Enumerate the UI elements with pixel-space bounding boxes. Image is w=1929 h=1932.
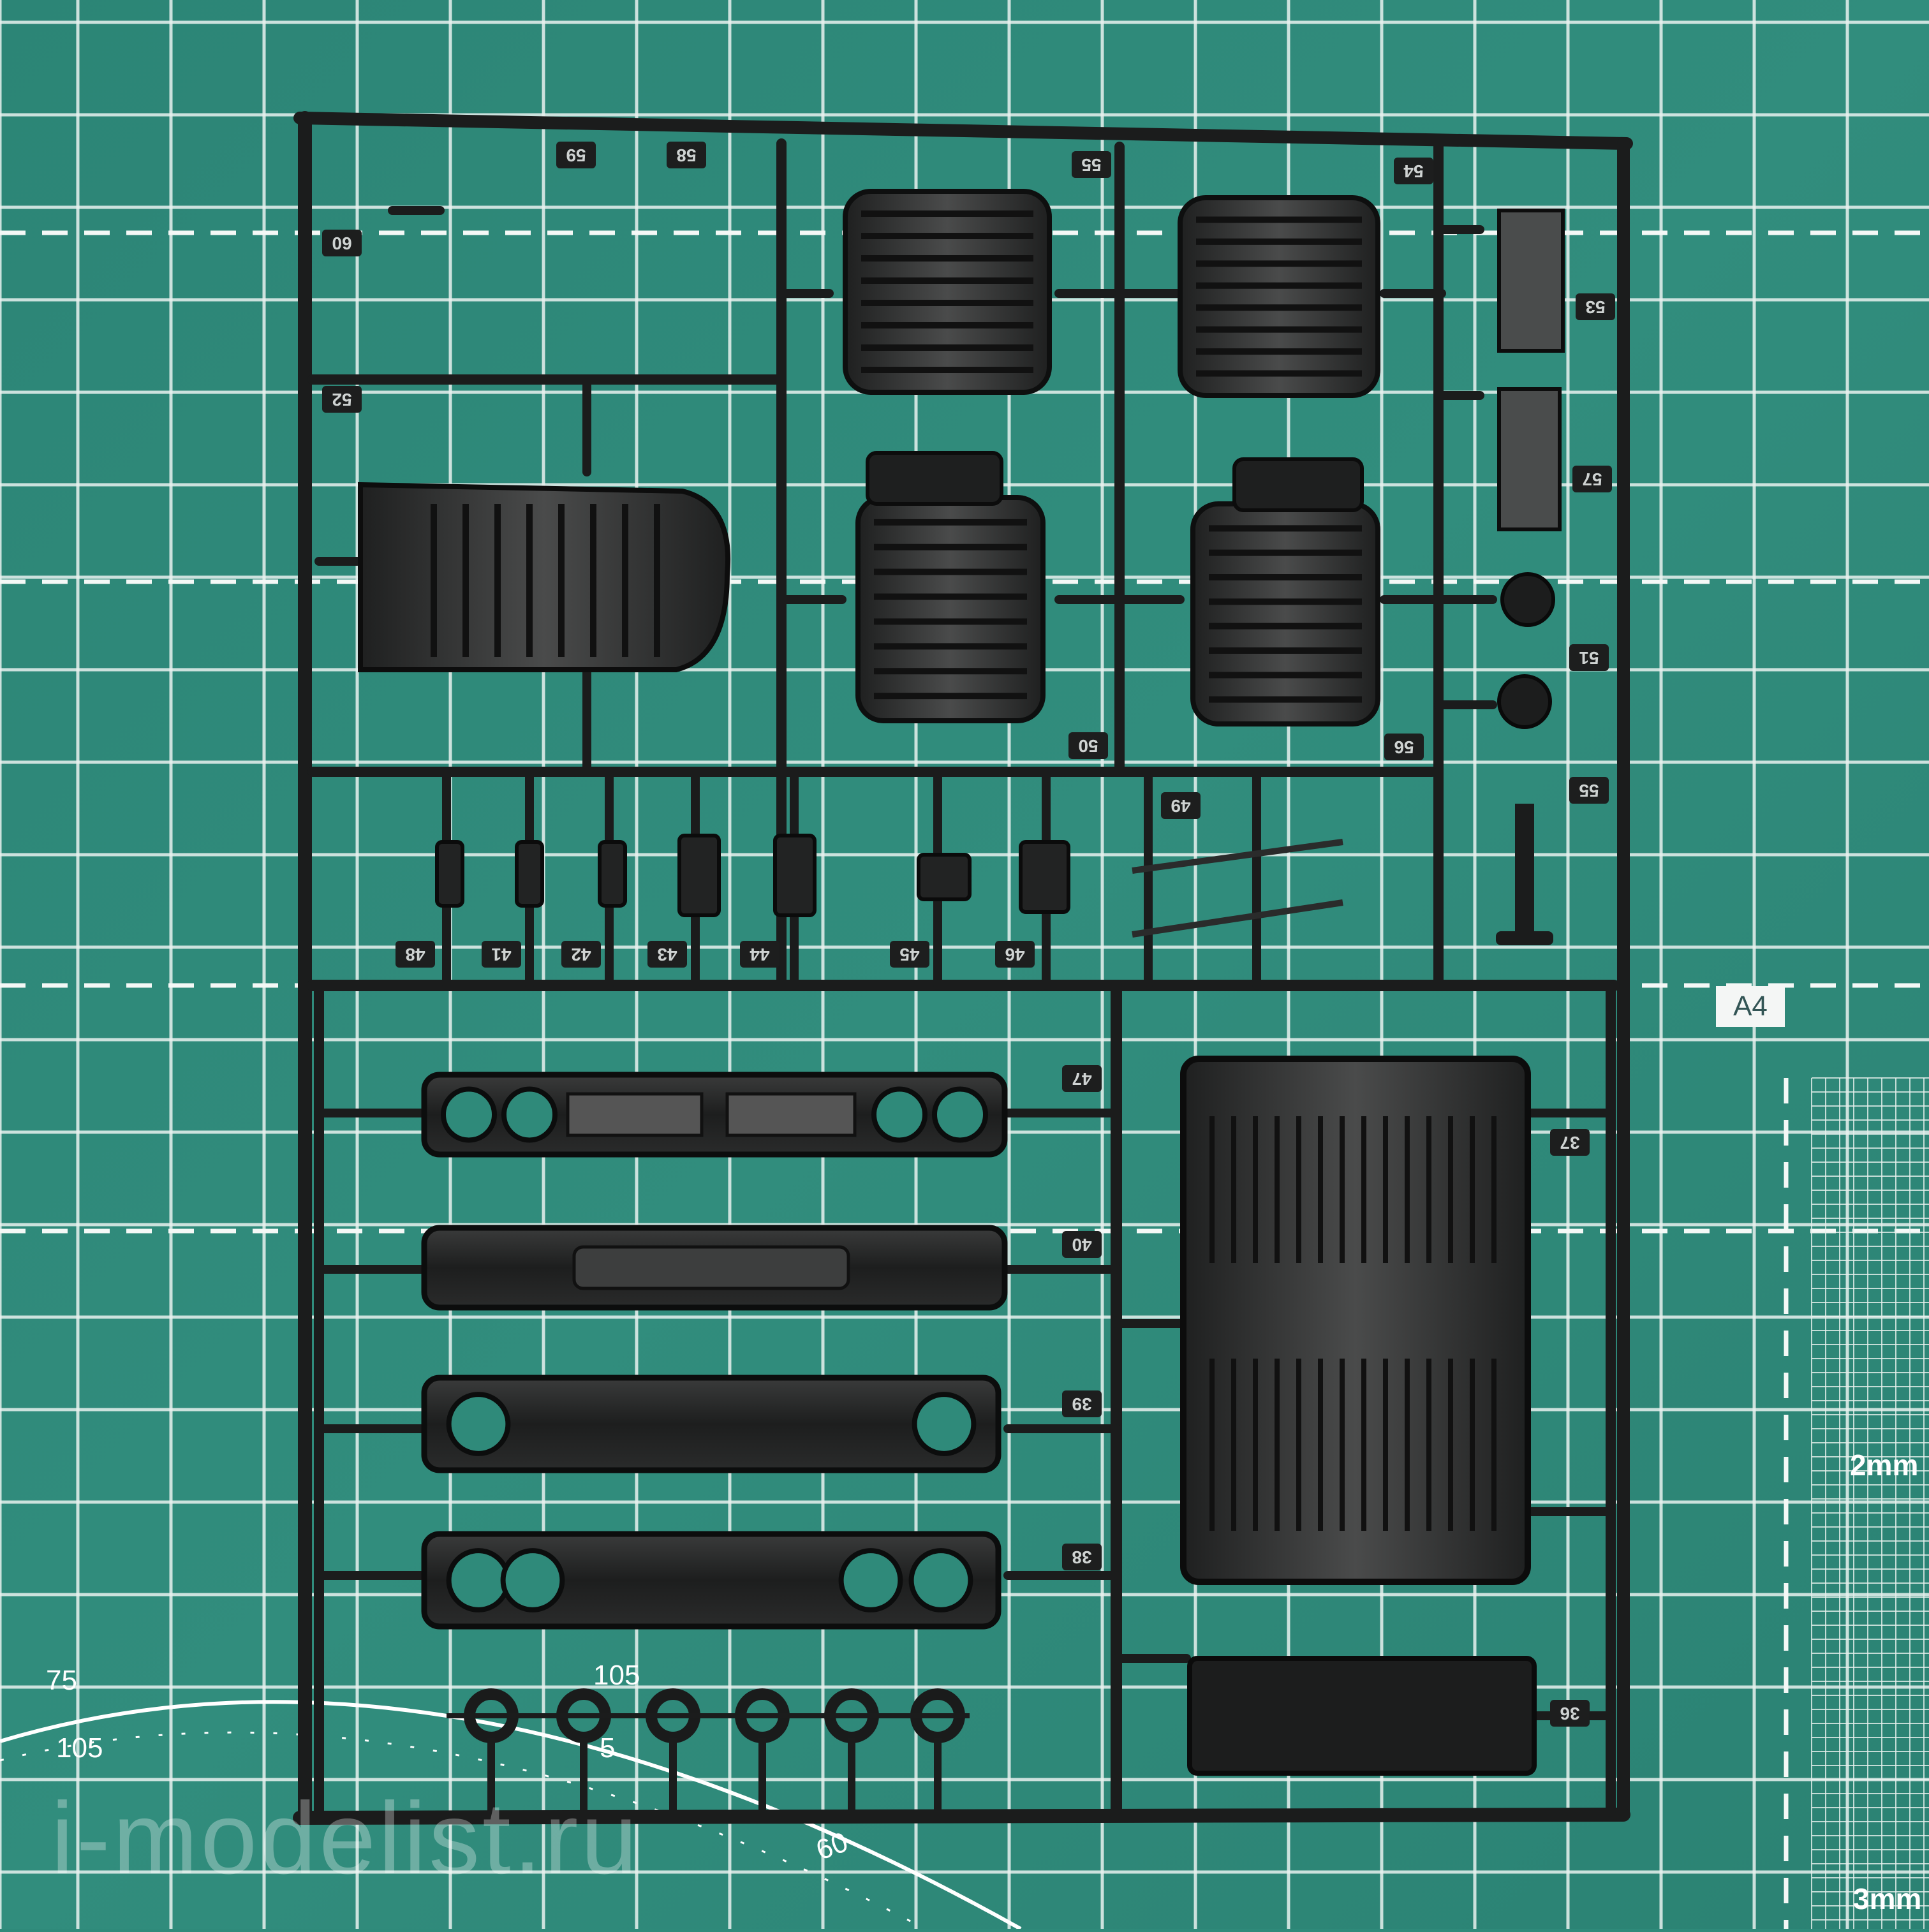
dash-panel-insert xyxy=(572,1245,850,1290)
door-panel-upper xyxy=(1497,209,1565,353)
wiper-part xyxy=(1132,839,1343,874)
watermark: i-modelist.ru xyxy=(51,1781,640,1895)
part-number-tag: 58 xyxy=(667,142,706,168)
sprue-frame xyxy=(293,111,1633,1825)
part-number-tag: 55 xyxy=(1569,777,1609,804)
sprue-frame-top xyxy=(293,112,1633,150)
panel-hole xyxy=(446,1392,511,1456)
part-number-tag: 52 xyxy=(322,386,362,413)
sheet-size-label: A4 xyxy=(1716,986,1785,1027)
scale-number-105-center: 105 xyxy=(593,1660,640,1691)
headrest-left xyxy=(866,451,1003,506)
sprue-frame-bottom xyxy=(293,1808,1630,1825)
front-seat-right xyxy=(1190,501,1380,726)
grille-panel-37 xyxy=(421,1531,1001,1630)
part-number-tag: 42 xyxy=(561,941,601,968)
package-tray xyxy=(1187,1656,1537,1776)
front-seat-back-right xyxy=(1178,195,1380,398)
panel-hole xyxy=(446,1548,511,1612)
part-number-tag: 60 xyxy=(322,230,362,256)
part-number-tag: 48 xyxy=(395,941,435,968)
part-number-tag: 43 xyxy=(647,941,687,968)
scale-number-105-left: 105 xyxy=(56,1732,103,1764)
panel-body xyxy=(421,1375,1001,1473)
small-part xyxy=(677,834,721,917)
part-number-tag: 54 xyxy=(1394,158,1433,184)
part-number-tag: 55 xyxy=(1072,151,1111,178)
headrest-right xyxy=(1232,457,1364,512)
panel-lens xyxy=(566,1092,704,1137)
rear-seat-body xyxy=(358,482,731,672)
small-part xyxy=(773,834,817,917)
part-number-tag: 53 xyxy=(1576,293,1615,320)
part-number-tag: 50 xyxy=(1068,732,1108,759)
rear-bench-seat xyxy=(1180,1056,1531,1585)
part-number-tag: 51 xyxy=(1569,644,1609,671)
part-number-tag: 47 xyxy=(1062,1065,1102,1092)
front-seat-back-left xyxy=(843,189,1052,395)
panel-lens xyxy=(725,1092,857,1137)
panel-hole xyxy=(871,1086,928,1143)
part-number-tag: 41 xyxy=(482,941,521,968)
seat-shell xyxy=(1178,195,1380,398)
part-number-tag: 37 xyxy=(1550,1129,1590,1156)
small-part xyxy=(917,853,972,901)
steering-column-base xyxy=(1496,931,1553,945)
protractor-arc-outer xyxy=(0,1700,1022,1931)
instrument-panel-40 xyxy=(421,1072,1008,1158)
part-number-tag: 40 xyxy=(1062,1231,1102,1258)
front-seat-left xyxy=(855,495,1046,723)
seat-shell xyxy=(855,495,1046,723)
small-part xyxy=(435,840,464,908)
part-number-tag: 44 xyxy=(740,941,780,968)
part-number-tag: 38 xyxy=(1062,1544,1102,1570)
seat-shell xyxy=(1190,501,1380,726)
seat-shell xyxy=(843,189,1052,395)
part-number-tag: 39 xyxy=(1062,1390,1102,1417)
panel-hole xyxy=(932,1086,988,1143)
panel-hole xyxy=(908,1548,973,1612)
panel-hole xyxy=(501,1086,558,1143)
grille-panel-38 xyxy=(421,1375,1001,1473)
wiper-part xyxy=(1132,899,1343,938)
bench-body xyxy=(1180,1056,1531,1585)
part-number-tag: 46 xyxy=(995,941,1035,968)
part-number-tag: 57 xyxy=(1572,466,1612,492)
small-part xyxy=(1019,840,1070,914)
part-number-tag: 36 xyxy=(1550,1700,1590,1727)
scale-number-5: 5 xyxy=(600,1732,616,1764)
door-panel-lower xyxy=(1497,387,1562,531)
mat-fine-grid xyxy=(1811,1077,1929,1929)
grid-size-label-3mm: 3mm xyxy=(1853,1882,1922,1915)
knob-part xyxy=(1497,674,1552,729)
panel-hole xyxy=(912,1392,977,1456)
small-part xyxy=(515,840,544,908)
part-number-tag: 59 xyxy=(556,142,596,168)
part-number-tag: 56 xyxy=(1384,734,1424,760)
panel-hole xyxy=(838,1548,903,1612)
scale-number-75: 75 xyxy=(46,1665,77,1696)
steering-column xyxy=(1515,804,1534,938)
panel-hole xyxy=(441,1086,497,1143)
rear-seat-cushion xyxy=(358,482,731,672)
sprue-parts xyxy=(358,189,1565,1815)
grid-size-label-2mm: 2mm xyxy=(1850,1449,1919,1482)
protractor-scale xyxy=(0,1700,1022,1931)
panel-hole xyxy=(500,1548,565,1612)
part-number-tag: 49 xyxy=(1161,792,1201,819)
small-part xyxy=(598,840,627,908)
part-number-tag: 45 xyxy=(890,941,929,968)
knob-part xyxy=(1500,572,1555,627)
